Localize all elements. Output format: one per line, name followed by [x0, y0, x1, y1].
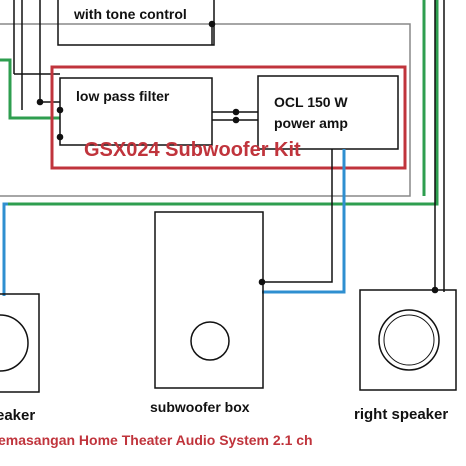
kit-title: GSX024 Subwoofer Kit [84, 139, 301, 161]
right-speaker-label: right speaker [354, 406, 448, 423]
tone-control-label: with tone control [73, 6, 187, 22]
junction-dot [36, 98, 44, 106]
power-amp-label-line1: OCL 150 W [274, 94, 348, 110]
subwoofer-cone [190, 321, 230, 361]
right-speaker-box [359, 289, 457, 391]
power-amp-label-line2: power amp [274, 115, 348, 131]
low-pass-filter-block [59, 77, 213, 146]
low-pass-filter-label: low pass filter [76, 88, 170, 104]
junction-dot [258, 278, 266, 286]
left-speaker-cone [0, 314, 29, 372]
amp-output-black [262, 149, 333, 283]
amp-output-blue [262, 149, 346, 294]
green-wire-right-outer [4, 0, 439, 206]
left-signal-wires [13, 0, 60, 110]
subwoofer-box [154, 211, 264, 389]
green-wire-left [0, 58, 60, 120]
left-speaker-label: eaker [0, 407, 35, 424]
kit-frame [50, 65, 407, 170]
left-speaker-box [0, 293, 40, 393]
power-amp-block [257, 75, 399, 150]
right-speaker-cone [378, 309, 440, 371]
subwoofer-label: subwoofer box [150, 399, 250, 415]
junction-dot [232, 108, 240, 116]
junction-dot [232, 116, 240, 124]
right-speaker-cone-inner [383, 314, 435, 366]
blue-wire-left [2, 202, 8, 296]
diagram-caption: emasangan Home Theater Audio System 2.1 … [0, 432, 313, 448]
enclosure-outline [0, 23, 411, 197]
